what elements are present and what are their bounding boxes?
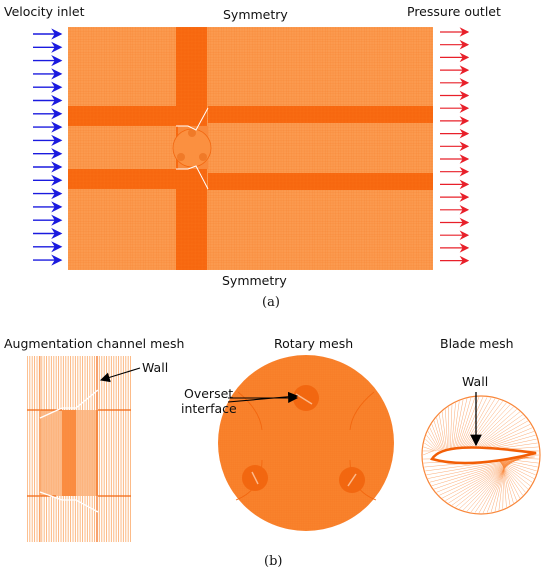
blade-mesh-line [462,398,496,452]
blade-mesh-line [500,456,514,504]
airfoil [429,446,537,465]
blade-mesh-line [423,446,436,452]
blade-mesh [421,395,541,515]
rotor-region [172,128,212,168]
blade-mesh-line [436,417,445,452]
blade-mesh-line [439,414,446,452]
panel-a-caption: (a) [262,295,280,310]
blade-mesh-line [429,456,529,483]
blade-mesh-line [463,399,500,452]
blade-mesh-line [450,404,453,452]
blade-mesh-line [442,411,447,452]
blade-mesh-line [431,424,443,452]
blade-mesh-title: Blade mesh [440,336,514,351]
domain-mesh [68,27,433,270]
rotary-mesh [218,355,394,531]
symmetry-top-label: Symmetry [223,7,288,22]
blade-mesh-line [433,420,444,452]
blade-wall-label: Wall [462,374,489,389]
inlet-arrows [33,28,63,266]
outlet-arrows [440,27,470,266]
panel-a-diagram [33,27,470,270]
blade-mesh-line [436,456,525,493]
blade-mesh-line [459,396,484,452]
augmentation-channel-mesh [27,356,131,542]
blade-mesh-line [460,397,488,452]
blade-mesh-line [429,427,442,452]
rotary-mesh-title: Rotary mesh [274,336,354,351]
blade-mesh-line [439,456,524,496]
blade-mesh-line [451,402,456,452]
blade-mesh-line [422,450,434,456]
blade-mesh-line [445,456,522,501]
pressure-outlet-label: Pressure outlet [407,4,501,19]
blade-mesh-line [453,399,464,452]
blade-mesh-line [445,409,449,452]
overset-interface-arrow-2 [227,391,299,403]
blade-mesh-line [455,397,472,452]
blade-mesh-line [431,456,528,486]
blade-mesh-line [425,438,438,452]
blade-mesh-line [474,420,529,452]
blade-mesh-line [427,456,530,479]
blade-mesh-line [497,456,523,496]
blade-mesh-line [426,435,439,452]
blade-mesh-line [426,456,531,476]
overset-label: Overset [184,386,234,401]
interface-label: interface [181,401,237,416]
velocity-inlet-label: Velocity inlet [4,4,85,19]
blade-mesh-line [427,431,441,452]
panel-b-caption: (b) [264,554,283,569]
blade-mesh-line [442,456,523,499]
blade-mesh-line [452,401,460,452]
blade-mesh-line [502,456,505,509]
blade-mesh-line [456,397,476,452]
augmentation-wall-label: Wall [142,360,169,375]
augmentation-wall-arrow [99,367,141,383]
symmetry-bottom-label: Symmetry [222,273,287,288]
blade-mesh-line [434,456,526,490]
augmentation-channel-mesh-title: Augmentation channel mesh [4,336,185,351]
blade-mesh-line [424,442,437,452]
blade-mesh-line [454,398,468,452]
